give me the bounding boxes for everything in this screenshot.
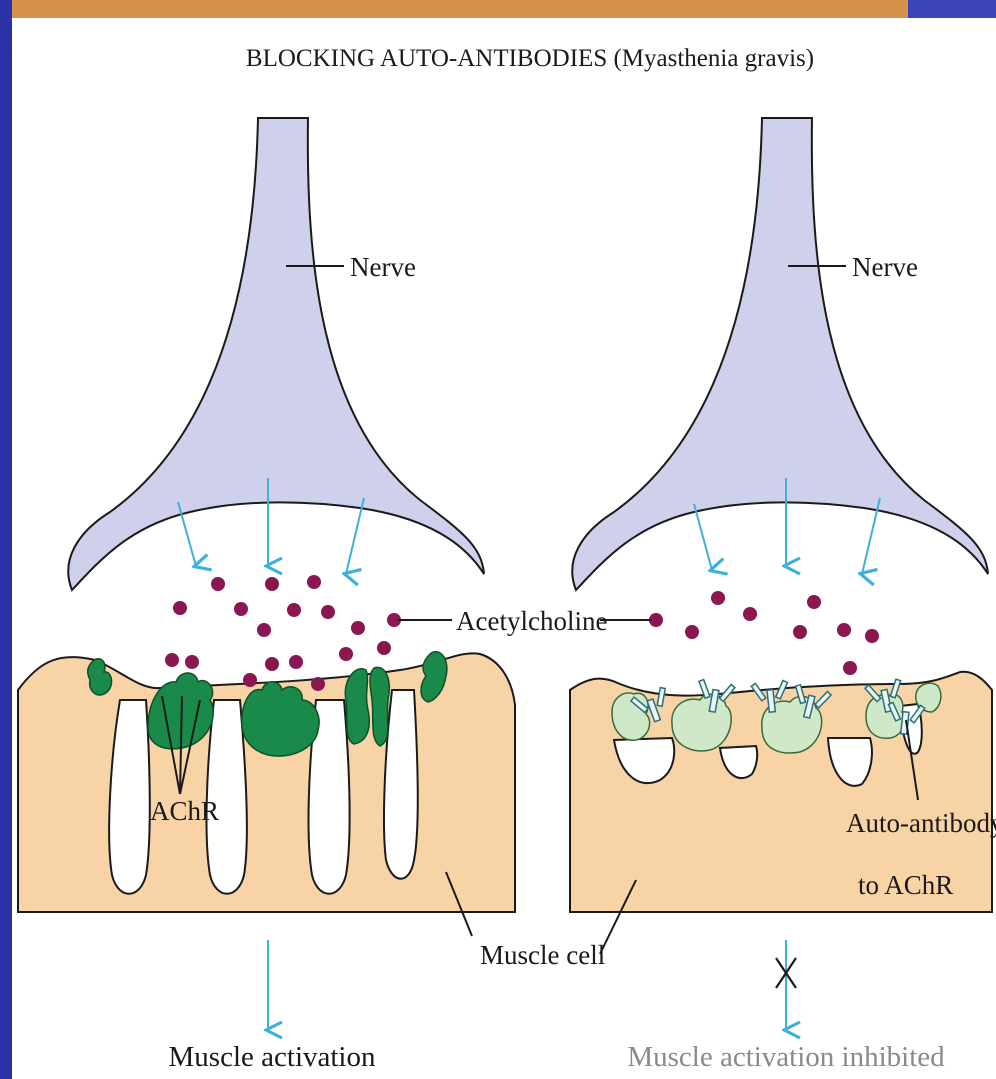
acetylcholine-molecule [351,621,365,635]
acetylcholine-molecule [311,677,325,691]
acetylcholine-molecule [711,591,725,605]
auto-antibody-label-line2: to AChR [858,870,953,900]
acetylcholine-right [649,591,879,675]
acetylcholine-molecule [377,641,391,655]
achr-receptor [88,659,112,695]
acetylcholine-molecule [185,655,199,669]
achr-label: AChR [150,796,219,826]
acetylcholine-molecule [165,653,179,667]
acetylcholine-molecule [843,661,857,675]
acetylcholine-molecule [287,603,301,617]
muscle-activation-caption: Muscle activation [169,1041,376,1073]
acetylcholine-molecule [865,629,879,643]
nerve-terminal-right [572,118,988,590]
acetylcholine-molecule [243,673,257,687]
acetylcholine-molecule [793,625,807,639]
acetylcholine-molecule [837,623,851,637]
nerve-label-right: Nerve [852,252,918,282]
achr-receptor [345,669,369,744]
acetylcholine-molecule [307,575,321,589]
acetylcholine-label: Acetylcholine [456,606,607,636]
diagram-title: BLOCKING AUTO-ANTIBODIES (Myasthenia gra… [246,45,814,72]
nerve-terminal-left [68,118,484,590]
nerve-label-left: Nerve [350,252,416,282]
acetylcholine-molecule [685,625,699,639]
acetylcholine-molecule [807,595,821,609]
acetylcholine-molecule [339,647,353,661]
muscle-cell-label: Muscle cell [480,940,605,970]
muscle-activation-inhibited-arrow [776,940,796,1030]
acetylcholine-molecule [234,602,248,616]
muscle-activation-inhibited-caption: Muscle activation inhibited [627,1041,945,1073]
acetylcholine-molecule [289,655,303,669]
acetylcholine-molecule [265,657,279,671]
achr-receptor [370,667,389,746]
acetylcholine-molecule [265,577,279,591]
release-arrow [694,504,712,570]
blocked-receptor [672,694,731,751]
auto-antibody-label-line1: Auto-antibody [846,808,996,838]
release-arrow [346,498,364,574]
junctional-fold-left-1 [109,700,150,894]
acetylcholine-molecule [257,623,271,637]
acetylcholine-molecule [321,605,335,619]
junctional-fold-left-4 [384,690,418,879]
acetylcholine-molecule [211,577,225,591]
acetylcholine-molecule [743,607,757,621]
acetylcholine-molecule [173,601,187,615]
